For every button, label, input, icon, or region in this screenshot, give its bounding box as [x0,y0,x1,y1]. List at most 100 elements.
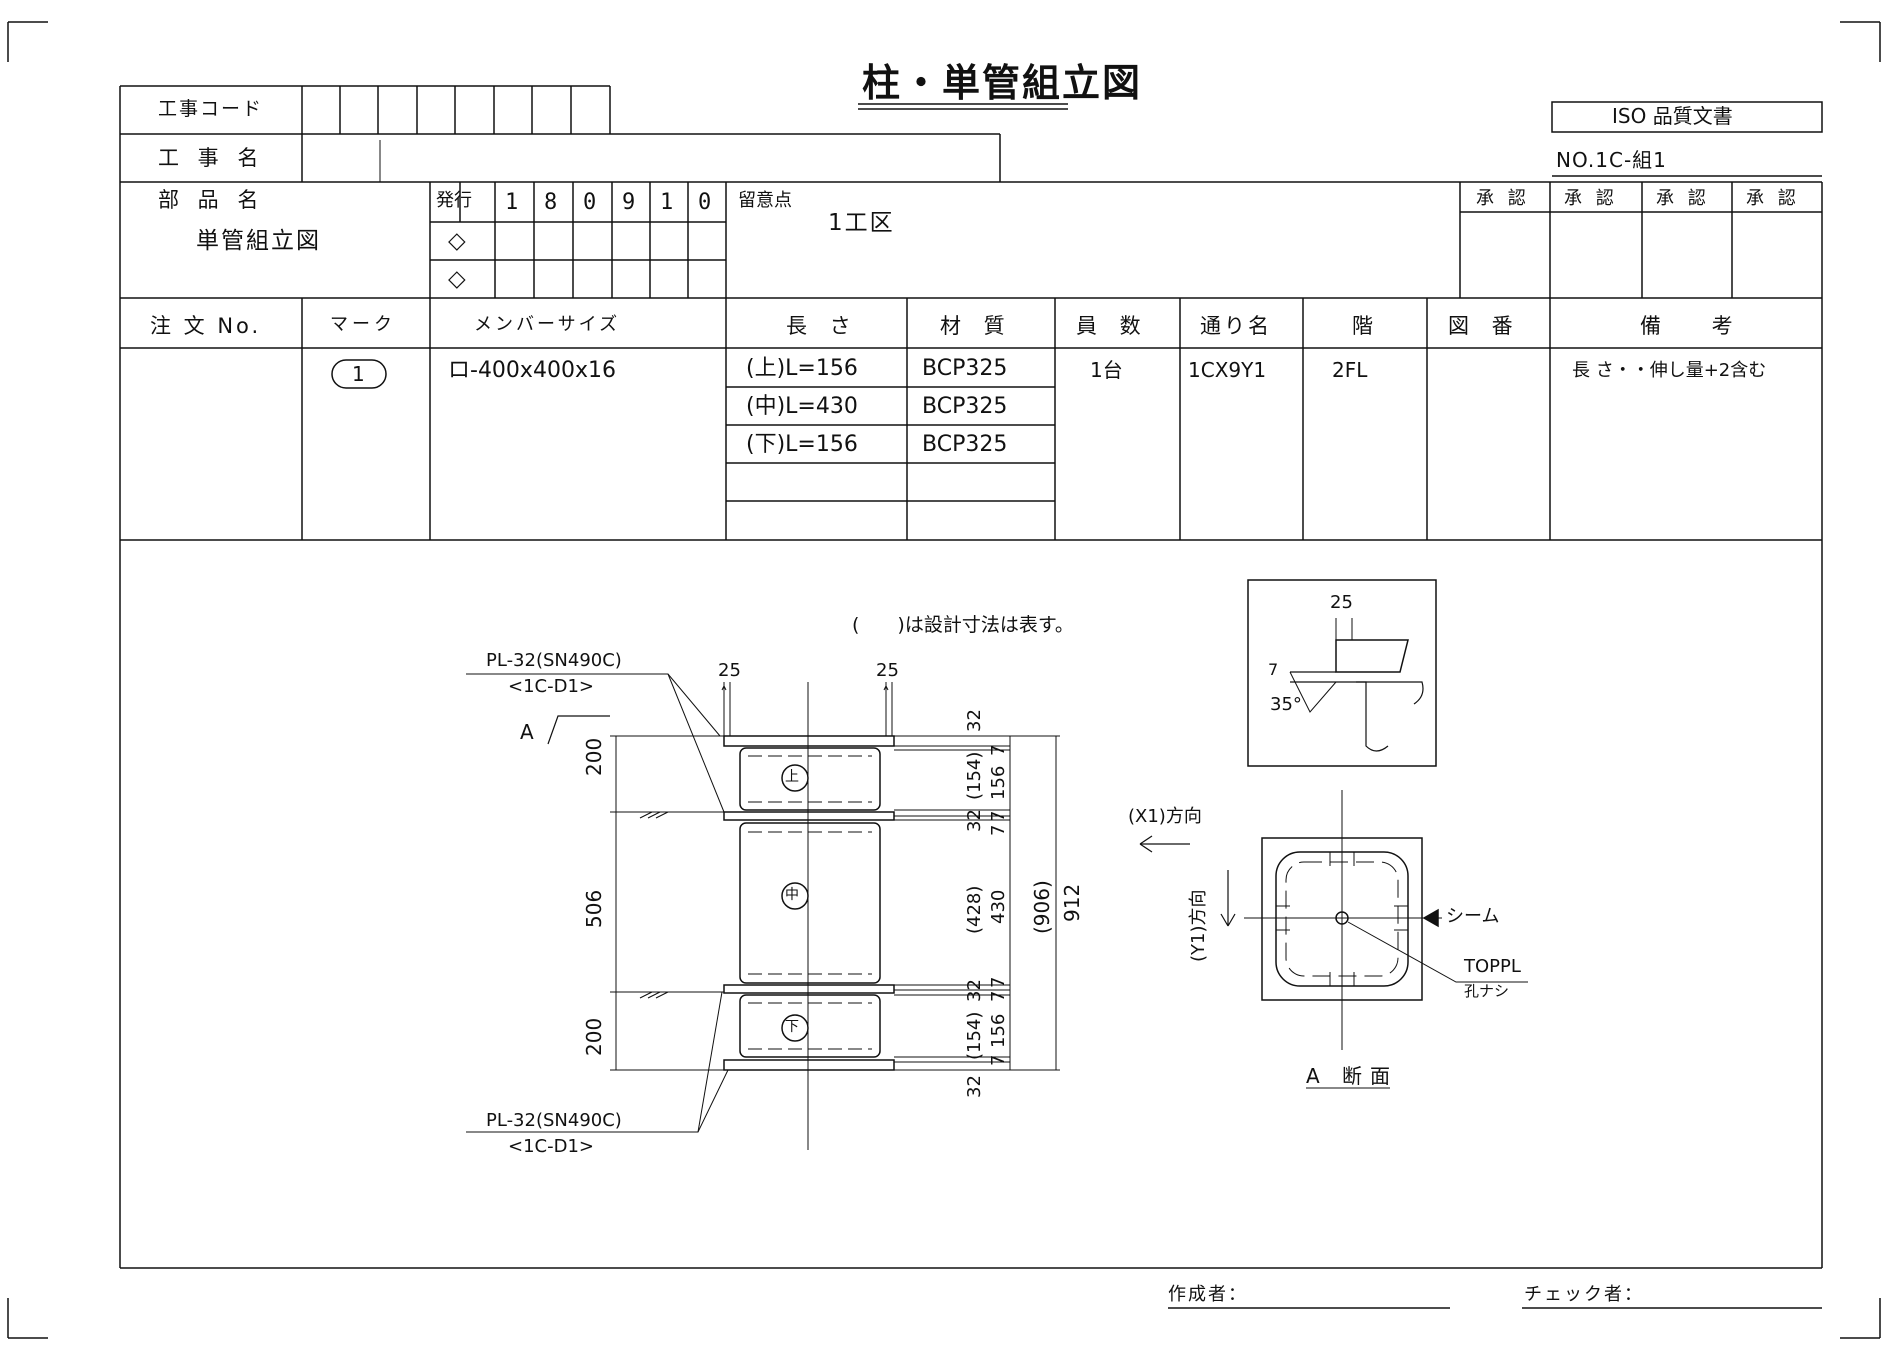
detail-angle-35: 35° [1270,694,1302,715]
weld-detail [1247,579,1437,767]
section-a-title: A 断面 [1306,1064,1399,1088]
label-kouji-mei: 工 事 名 [158,146,265,170]
header-floor: 階 [1352,314,1379,338]
corner-mark-tl [7,21,48,62]
y1-direction-label: (Y1)方向 [1188,889,1209,963]
dim-200-top: 200 [582,737,606,776]
issue-digit: 0 [583,190,597,215]
dim-32: 32 [964,1075,985,1098]
header-order-no: 注 文 No. [150,314,262,338]
row-count: 1台 [1090,358,1123,382]
issue-digit: 1 [505,190,519,215]
dim-7: 7 [988,744,1009,756]
dim-7: 7 [988,824,1009,836]
dim-7: 7 [988,976,1009,988]
corner-mark-br [1840,1298,1881,1339]
dim-906: (906) [1030,880,1054,934]
mark-oval [331,359,387,389]
piece-mark-middle: 中 [785,887,799,903]
dim-154-lower: (154) [964,1011,985,1060]
x1-direction-label: (X1)方向 [1128,806,1202,827]
issue-digit: 0 [698,190,712,215]
seam-label: シーム [1446,906,1500,927]
revision-mark-2: ◇ [448,266,466,292]
corner-mark-tr [1840,21,1881,62]
dim-200-bottom: 200 [582,1017,606,1056]
row-material: BCP325 [922,432,1008,457]
ryuiten-value: 1工区 [828,210,895,236]
dim-912: 912 [1060,883,1084,922]
section-a-view [1139,790,1528,1089]
dim-428: (428) [964,885,985,934]
header-length: 長 さ [786,314,859,338]
plate-bottom-label: PL-32(SN490C) [486,1110,622,1131]
title-underline [858,103,1068,110]
plate-top-ref: <1C-D1> [508,676,594,697]
issue-digit: 1 [660,190,674,215]
dim-25-right: 25 [876,660,899,681]
dim-506: 506 [582,889,606,928]
header-grid: 通り名 [1200,314,1272,338]
label-kouji-code: 工事コード [158,98,264,120]
toppl-sub-label: 孔ナシ [1464,982,1510,1000]
corner-mark-bl [7,1298,48,1339]
elevation-view [466,673,1060,1150]
piece-mark-upper: 上 [785,769,799,785]
row-material: BCP325 [922,356,1008,381]
doc-number: NO.1C-組1 [1556,148,1667,172]
plate-bottom-ref: <1C-D1> [508,1136,594,1157]
header-count: 員 数 [1076,314,1149,338]
header-remarks: 備 考 [1640,314,1755,338]
dim-156-lower: 156 [988,1013,1009,1048]
top-plate [723,735,895,747]
dim-32: 32 [964,809,985,832]
label-buhin-mei: 部 品 名 [158,188,265,212]
header-member-size: メンバーサイズ [474,314,621,335]
row-length: (中)L=430 [746,394,858,419]
row-mark: 1 [352,362,365,386]
approval-label: 承 認 [1476,188,1530,209]
header-material: 材 質 [940,314,1013,338]
buhin-value: 単管組立図 [196,228,321,254]
dim-25-left: 25 [718,660,741,681]
row-length: (上)L=156 [746,356,858,381]
header-drawing-no: 図 番 [1448,314,1521,338]
header-mark: マーク [330,314,396,335]
detail-dim-7: 7 [1268,660,1279,679]
approval-label: 承 認 [1656,188,1710,209]
dim-7: 7 [988,990,1009,1002]
approval-label: 承 認 [1564,188,1618,209]
label-ryuiten: 留意点 [738,190,792,211]
revision-mark-1: ◇ [448,228,466,254]
issue-digit: 8 [544,190,558,215]
label-hakkou: 発行 [436,190,472,211]
plate-top-label: PL-32(SN490C) [486,650,622,671]
detail-dim-25: 25 [1330,592,1353,613]
section-a-mark: A [520,720,534,744]
checker-label: チェック者： [1524,1284,1644,1305]
dim-7: 7 [988,1054,1009,1066]
row-material: BCP325 [922,394,1008,419]
issue-digit: 9 [622,190,636,215]
dim-430: 430 [988,889,1009,924]
author-label: 作成者： [1168,1284,1248,1305]
toppl-label: TOPPL [1464,956,1521,977]
row-remarks: 長 さ・・伸し量+2含む [1572,360,1767,381]
page-title: 柱・単管組立図 [862,61,1143,105]
row-grid: 1CX9Y1 [1188,358,1267,382]
piece-mark-lower: 下 [785,1019,799,1035]
dim-154-upper: (154) [964,751,985,800]
dim-156-upper: 156 [988,765,1009,800]
row-length: (下)L=156 [746,432,858,457]
iso-box [1551,101,1823,133]
row-floor: 2FL [1332,358,1368,382]
approval-label: 承 認 [1746,188,1800,209]
bottom-plate [723,1059,895,1071]
dim-7: 7 [988,810,1009,822]
dim-32: 32 [964,709,985,732]
dim-32: 32 [964,979,985,1002]
row-member-size: ロ-400x400x16 [448,358,616,383]
dimension-note: ( )は設計寸法は表す。 [852,614,1074,636]
iso-label: ISO 品質文書 [1612,104,1733,128]
